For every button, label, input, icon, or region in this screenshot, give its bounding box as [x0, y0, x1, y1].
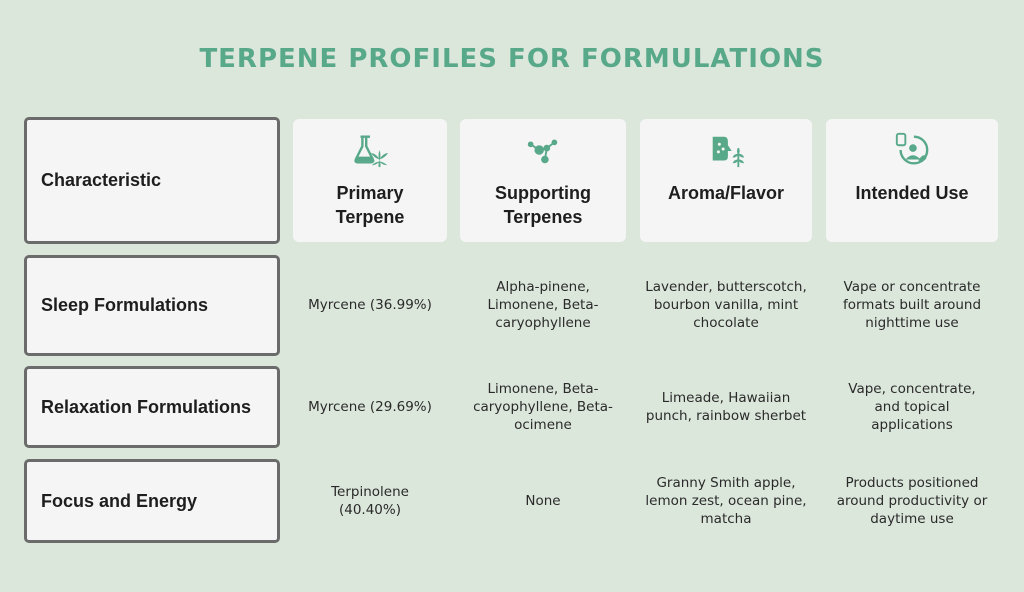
- user-target-icon: [895, 132, 929, 165]
- cell-primary-terpene: Myrcene (36.99%): [308, 297, 432, 313]
- lab-flask-cannabis-leaf-icon: [354, 135, 389, 168]
- cell-intended-use: Vape or concentrate formats built around…: [842, 279, 982, 331]
- column-header-aroma-flavor: Aroma/Flavor: [640, 119, 812, 242]
- cell-supporting-terpenes: Alpha-pinene, Limonene, Beta-caryophylle…: [487, 279, 599, 331]
- cell-aroma-flavor: Granny Smith apple, lemon zest, ocean pi…: [645, 475, 807, 527]
- column-header-intended-use: Intended Use: [826, 119, 998, 242]
- cell-primary-terpene: Terpinolene (40.40%): [331, 484, 409, 518]
- row-label: Sleep Formulations: [41, 295, 209, 315]
- column-header-supporting-terpenes: Supporting Terpenes: [460, 119, 626, 242]
- nose-leaf-icon: [712, 136, 745, 168]
- column-header-primary-terpene: Primary Terpene: [293, 119, 447, 242]
- row-label: Focus and Energy: [41, 490, 198, 511]
- primary-terpene-label-line1: Primary: [336, 183, 404, 203]
- page-title: Terpene Profiles for Formulations: [199, 44, 825, 74]
- cell-primary-terpene: Myrcene (29.69%): [308, 399, 432, 415]
- cell-supporting-terpenes: None: [525, 493, 561, 509]
- aroma-flavor-label: Aroma/Flavor: [667, 183, 785, 203]
- supporting-terpenes-label-line1: Supporting: [495, 183, 591, 203]
- intended-use-label: Intended Use: [855, 183, 969, 203]
- supporting-terpenes-label-line2: Terpenes: [503, 207, 583, 227]
- cell-aroma-flavor: Lavender, butterscotch, bourbon vanilla,…: [645, 279, 807, 331]
- characteristic-header: Characteristic: [24, 117, 280, 244]
- cell-aroma-flavor: Limeade, Hawaiian punch, rainbow sherbet: [645, 390, 807, 424]
- row-header-focus-energy: Focus and Energy: [24, 459, 280, 543]
- molecule-icon: [527, 139, 558, 164]
- cell-intended-use: Products positioned around productivity …: [836, 475, 988, 527]
- cell-supporting-terpenes: Limonene, Beta-caryophyllene, Beta-ocime…: [473, 381, 613, 433]
- cell-intended-use: Vape, concentrate, and topical applicati…: [848, 381, 976, 433]
- row-label: Relaxation Formulations: [41, 396, 252, 417]
- primary-terpene-label-line2: Terpene: [335, 207, 405, 227]
- characteristic-label: Characteristic: [41, 170, 162, 190]
- row-header-relaxation: Relaxation Formulations: [24, 366, 280, 448]
- row-header-sleep: Sleep Formulations: [24, 255, 280, 356]
